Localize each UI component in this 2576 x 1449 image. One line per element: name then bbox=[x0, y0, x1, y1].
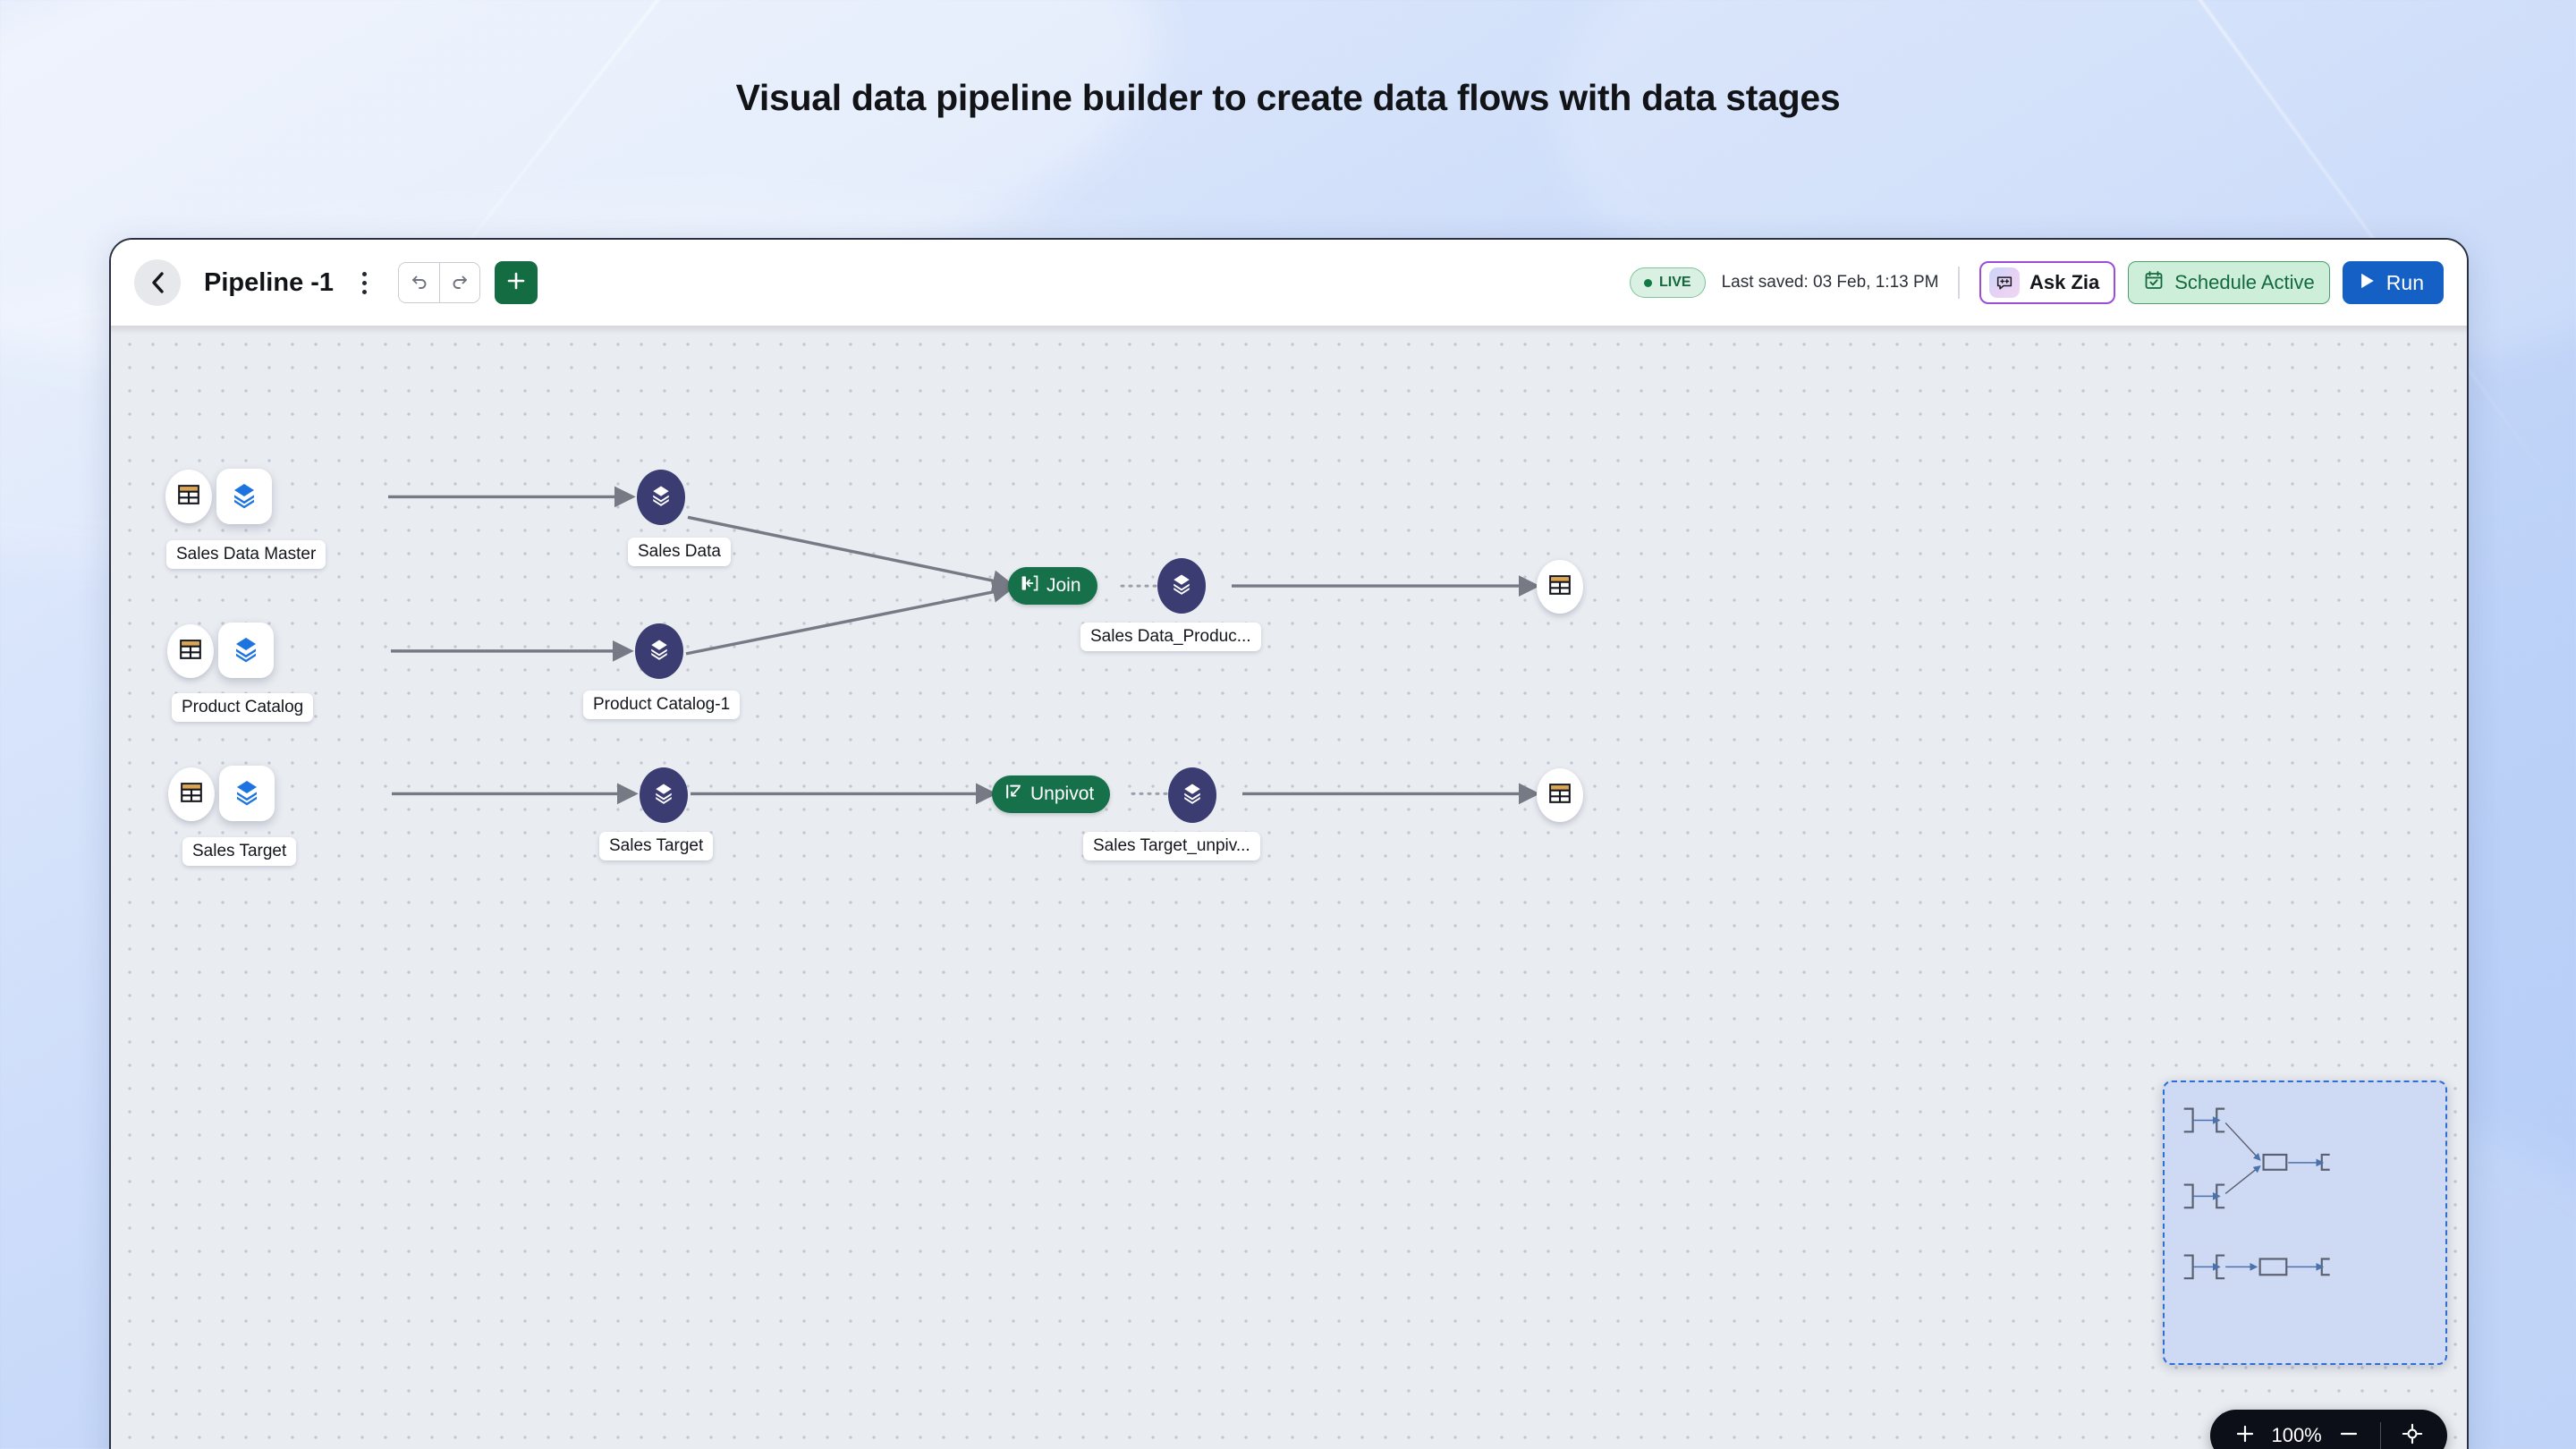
source-node-sales-data-master[interactable] bbox=[216, 469, 272, 524]
edge-productcatalog1-to-join bbox=[685, 581, 1014, 656]
pipeline-canvas[interactable]: Sales Data Master Sales Data bbox=[111, 326, 2467, 1449]
table-icon bbox=[1548, 572, 1572, 602]
unpivot-label: Unpivot bbox=[1030, 784, 1095, 804]
minimap-node-3 bbox=[2183, 1183, 2194, 1209]
node-label-product-catalog: Product Catalog bbox=[172, 693, 314, 722]
calendar-check-icon bbox=[2143, 269, 2165, 296]
join-label: Join bbox=[1046, 575, 1081, 596]
stage-node-sales-target[interactable] bbox=[640, 767, 688, 823]
schedule-active-button[interactable]: Schedule Active bbox=[2128, 261, 2330, 304]
node-label-product-catalog-1: Product Catalog-1 bbox=[583, 691, 741, 719]
zia-chat-icon bbox=[1988, 267, 2020, 298]
node-label-sales-target-stage: Sales Target bbox=[599, 832, 714, 860]
node-label-sales-target-unpivot: Sales Target_unpiv... bbox=[1083, 832, 1260, 860]
layers-icon bbox=[230, 480, 258, 513]
live-dot-icon bbox=[1644, 278, 1652, 287]
schedule-active-label: Schedule Active bbox=[2174, 271, 2315, 293]
zoom-control-divider bbox=[2379, 1422, 2381, 1449]
undo-icon bbox=[409, 270, 430, 296]
stage-node-sales-target-unpivot[interactable] bbox=[1168, 767, 1216, 823]
more-vertical-icon[interactable] bbox=[353, 265, 375, 301]
status-badge-live: LIVE bbox=[1630, 267, 1706, 298]
zoom-out-button[interactable] bbox=[2332, 1419, 2366, 1449]
undo-redo-group bbox=[398, 262, 481, 303]
node-label-sales-target-source: Sales Target bbox=[182, 837, 297, 866]
stage-node-sales-data[interactable] bbox=[637, 470, 685, 525]
table-icon-node-join-output[interactable] bbox=[1537, 560, 1583, 614]
minimap-edge-7 bbox=[2224, 1122, 2261, 1161]
run-label: Run bbox=[2385, 270, 2424, 294]
node-label-sales-data-product: Sales Data_Produc... bbox=[1080, 623, 1261, 651]
layers-stack-icon bbox=[1169, 572, 1194, 601]
edge-layer bbox=[388, 486, 1540, 805]
minimap-edge-8 bbox=[2224, 1165, 2261, 1194]
minimap-node-1 bbox=[2183, 1107, 2194, 1133]
stage-node-sales-data-product[interactable] bbox=[1157, 558, 1206, 614]
table-icon-node-product-catalog[interactable] bbox=[167, 624, 214, 678]
minimap-node-join bbox=[2262, 1153, 2288, 1171]
live-label: LIVE bbox=[1659, 275, 1691, 290]
table-icon bbox=[179, 637, 202, 666]
minus-icon bbox=[2338, 1423, 2360, 1449]
chevron-left-icon bbox=[150, 271, 165, 294]
unpivot-icon bbox=[1004, 783, 1022, 806]
minimap-node-out-1 bbox=[2320, 1153, 2330, 1171]
operation-node-join[interactable]: Join bbox=[1008, 567, 1097, 605]
run-button[interactable]: Run bbox=[2342, 261, 2444, 304]
ask-zia-label: Ask Zia bbox=[2029, 271, 2100, 293]
pipeline-name[interactable]: Pipeline -1 bbox=[204, 267, 335, 297]
crosshair-icon bbox=[2401, 1422, 2424, 1449]
stage-node-product-catalog-1[interactable] bbox=[635, 623, 683, 679]
zoom-level-label: 100% bbox=[2271, 1424, 2322, 1446]
last-saved-text: Last saved: 03 Feb, 1:13 PM bbox=[1721, 273, 1939, 292]
page-title: Visual data pipeline builder to create d… bbox=[735, 77, 1841, 118]
layers-stack-icon bbox=[651, 781, 676, 810]
toolbar: Pipeline -1 bbox=[111, 240, 2467, 326]
table-icon-node-sales-data-master[interactable] bbox=[165, 470, 212, 523]
layers-stack-icon bbox=[1180, 781, 1205, 810]
redo-icon bbox=[449, 270, 470, 296]
layers-stack-icon bbox=[648, 483, 674, 513]
layers-icon bbox=[232, 634, 260, 667]
toolbar-left-group: Pipeline -1 bbox=[111, 259, 538, 306]
plus-icon bbox=[2234, 1423, 2256, 1449]
toolbar-divider bbox=[1958, 267, 1960, 299]
join-icon bbox=[1021, 574, 1038, 597]
edge-salesdata-to-join bbox=[687, 515, 1014, 591]
minimap[interactable] bbox=[2163, 1080, 2447, 1365]
plus-icon bbox=[505, 270, 527, 296]
source-node-sales-target[interactable] bbox=[219, 766, 275, 821]
minimap-node-out-2 bbox=[2320, 1258, 2330, 1276]
ask-zia-button[interactable]: Ask Zia bbox=[1979, 261, 2116, 304]
layers-stack-icon bbox=[647, 637, 672, 666]
zoom-control: 100% bbox=[2209, 1410, 2447, 1449]
minimap-graph bbox=[2183, 1107, 2330, 1280]
node-label-sales-data: Sales Data bbox=[628, 538, 731, 566]
layers-icon bbox=[233, 777, 261, 810]
add-stage-button[interactable] bbox=[495, 261, 538, 304]
recenter-button[interactable] bbox=[2395, 1419, 2429, 1449]
table-icon bbox=[177, 482, 200, 512]
toolbar-right-group: LIVE Last saved: 03 Feb, 1:13 PM Ask Zia bbox=[1630, 261, 2467, 304]
redo-button[interactable] bbox=[439, 263, 480, 302]
zoom-in-button[interactable] bbox=[2228, 1419, 2262, 1449]
table-icon-node-sales-target[interactable] bbox=[168, 767, 215, 821]
node-label-sales-data-master: Sales Data Master bbox=[166, 540, 326, 569]
table-icon bbox=[1548, 781, 1572, 810]
play-icon bbox=[2359, 271, 2376, 295]
table-icon-node-unpivot-output[interactable] bbox=[1537, 768, 1583, 822]
operation-node-unpivot[interactable]: Unpivot bbox=[992, 775, 1111, 813]
minimap-node-5 bbox=[2183, 1254, 2194, 1280]
minimap-node-unpivot bbox=[2258, 1258, 2288, 1276]
app-window: Pipeline -1 bbox=[109, 238, 2469, 1449]
undo-button[interactable] bbox=[399, 263, 440, 302]
table-icon bbox=[180, 780, 203, 809]
source-node-product-catalog[interactable] bbox=[218, 623, 274, 678]
back-button[interactable] bbox=[134, 259, 181, 306]
